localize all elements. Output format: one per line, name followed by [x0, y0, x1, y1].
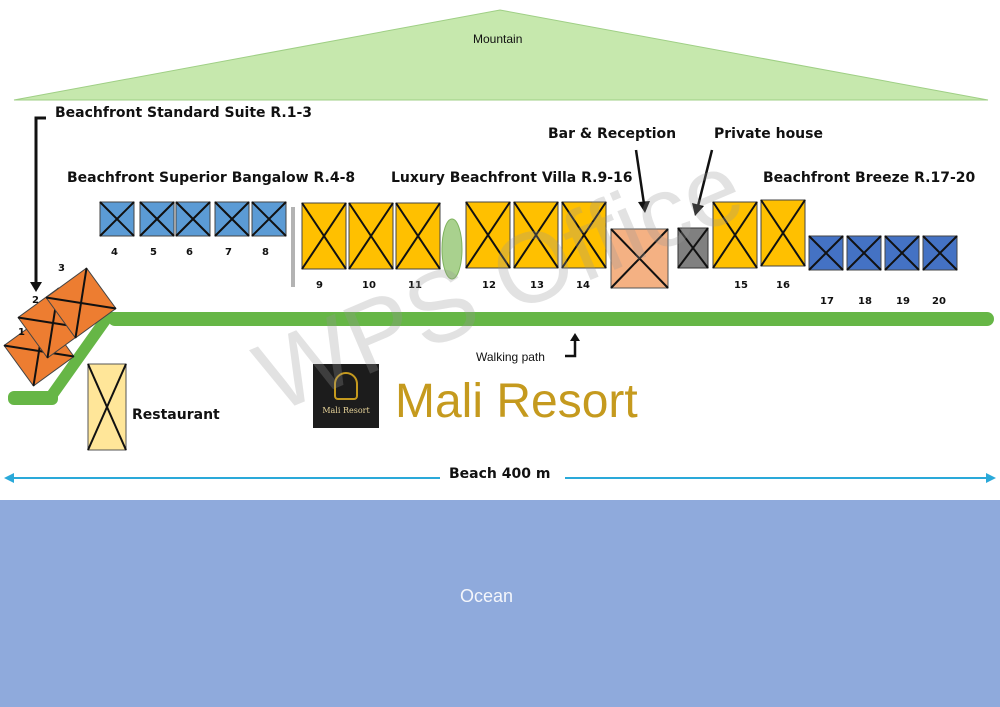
beach-label: Beach 400 m: [449, 466, 551, 482]
room-number-5: 5: [150, 247, 157, 258]
standard-suite-arrowhead: [30, 282, 42, 292]
room-number-17: 17: [820, 296, 834, 307]
brand-name: Mali Resort: [395, 375, 638, 428]
logo-text: Mali Resort: [322, 406, 370, 415]
room-number-8: 8: [262, 247, 269, 258]
mountain-label: Mountain: [473, 32, 523, 46]
mountain-shape: [13, 9, 989, 101]
walking-path-end: [8, 391, 58, 405]
superior-bangalow-label: Beachfront Superior Bangalow R.4-8: [67, 170, 356, 186]
private-house-label: Private house: [714, 126, 823, 142]
breeze-label: Beachfront Breeze R.17-20: [763, 170, 976, 186]
room-13: [513, 201, 559, 269]
room-number-11: 11: [408, 280, 422, 291]
standard-suite-label: Beachfront Standard Suite R.1-3: [55, 105, 313, 121]
room-number-10: 10: [362, 280, 376, 291]
walking-path-label: Walking path: [476, 350, 545, 364]
divider-bar: [291, 207, 295, 287]
room-10: [348, 202, 394, 270]
restaurant-building: [87, 363, 127, 451]
room-14: [561, 201, 607, 269]
room-5: [139, 201, 175, 237]
room-19: [884, 235, 920, 271]
room-number-4: 4: [111, 247, 118, 258]
room-number-3: 3: [58, 263, 65, 274]
restaurant-label: Restaurant: [132, 407, 220, 423]
room-number-19: 19: [896, 296, 910, 307]
private-house-arrowhead: [692, 203, 704, 216]
walking-path-pointer: [565, 340, 577, 358]
bar-reception-arrowhead: [638, 201, 650, 213]
room-number-7: 7: [225, 247, 232, 258]
room-6: [175, 201, 211, 237]
ocean-area: [0, 500, 1000, 707]
room-number-13: 13: [530, 280, 544, 291]
room-number-6: 6: [186, 247, 193, 258]
room-number-1: 1: [18, 327, 25, 338]
luxury-villa-label: Luxury Beachfront Villa R.9-16: [391, 170, 633, 186]
room-number-18: 18: [858, 296, 872, 307]
private-house-pointer: [696, 149, 714, 207]
beach-arrowhead-right: [986, 473, 996, 483]
room-number-9: 9: [316, 280, 323, 291]
room-8: [251, 201, 287, 237]
private-house-building: [677, 227, 709, 269]
room-number-16: 16: [776, 280, 790, 291]
room-12: [465, 201, 511, 269]
room-number-20: 20: [932, 296, 946, 307]
room-9: [301, 202, 347, 270]
room-15: [712, 201, 758, 269]
rooms-layer: [3, 199, 958, 387]
room-number-12: 12: [482, 280, 496, 291]
walking-path-slope: [38, 312, 118, 405]
room-20: [922, 235, 958, 271]
bar-reception-label: Bar & Reception: [548, 126, 677, 142]
room-number-14: 14: [576, 280, 590, 291]
room-4: [99, 201, 135, 237]
bar-reception-pointer: [634, 149, 646, 205]
crest-icon: [334, 372, 358, 400]
ocean-label: Ocean: [460, 586, 514, 606]
walking-path-main: [108, 312, 994, 326]
bar-reception-building: [610, 228, 669, 289]
room-17: [808, 235, 844, 271]
pond: [441, 218, 463, 280]
standard-suite-pointer: [34, 116, 46, 284]
mali-resort-logo: Mali Resort: [313, 364, 379, 428]
room-16: [760, 199, 806, 267]
room-18: [846, 235, 882, 271]
room-number-2: 2: [32, 295, 39, 306]
room-11: [395, 202, 441, 270]
beach-arrowhead-left: [4, 473, 14, 483]
room-number-15: 15: [734, 280, 748, 291]
room-3: [45, 267, 117, 339]
walking-path-arrowhead: [570, 333, 580, 341]
room-7: [214, 201, 250, 237]
